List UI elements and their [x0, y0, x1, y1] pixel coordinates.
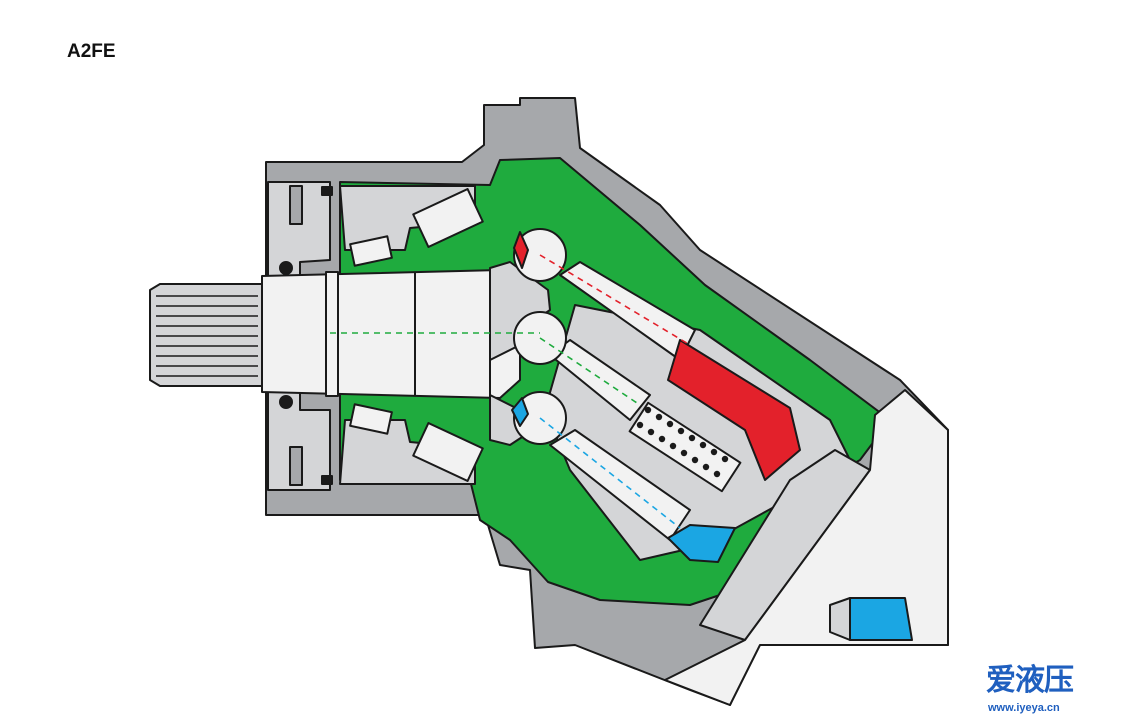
high-pressure-port-ball — [513, 231, 529, 269]
shaft-seal-bottom — [279, 395, 293, 409]
diagram-title: A2FE — [67, 41, 116, 62]
piston-axis-low — [539, 417, 681, 529]
piston-axis-center — [539, 337, 641, 406]
drive-shaft — [261, 269, 521, 399]
oring-bottom — [321, 475, 333, 485]
seal-top — [289, 185, 303, 225]
piston-axis-high — [539, 254, 691, 346]
oring-top — [321, 186, 333, 196]
seal-bottom — [289, 446, 303, 486]
piston-rod-top — [559, 261, 696, 361]
piston-rod-bottom — [549, 429, 691, 541]
roller-bearing-bottom-right — [412, 422, 484, 482]
end-cover-port — [849, 597, 913, 641]
drive-flange — [489, 261, 551, 446]
center-spring-housing — [628, 401, 742, 493]
roller-bearing-top-left — [349, 235, 393, 267]
shaft-collar — [325, 271, 339, 397]
roller-bearing-top-right — [412, 188, 484, 248]
watermark-brand: 爱液压 — [986, 663, 1074, 698]
watermark-url: www.iyeya.cn — [988, 702, 1060, 714]
shaft-seal-top — [279, 261, 293, 275]
spline-end — [149, 283, 263, 387]
low-pressure-port-ball — [511, 397, 529, 427]
low-pressure-chamber — [667, 524, 736, 563]
end-cover-port-frame — [829, 597, 851, 641]
high-pressure-chamber — [667, 339, 801, 481]
roller-bearing-bottom-left — [349, 403, 393, 435]
spring-coils — [636, 406, 729, 478]
